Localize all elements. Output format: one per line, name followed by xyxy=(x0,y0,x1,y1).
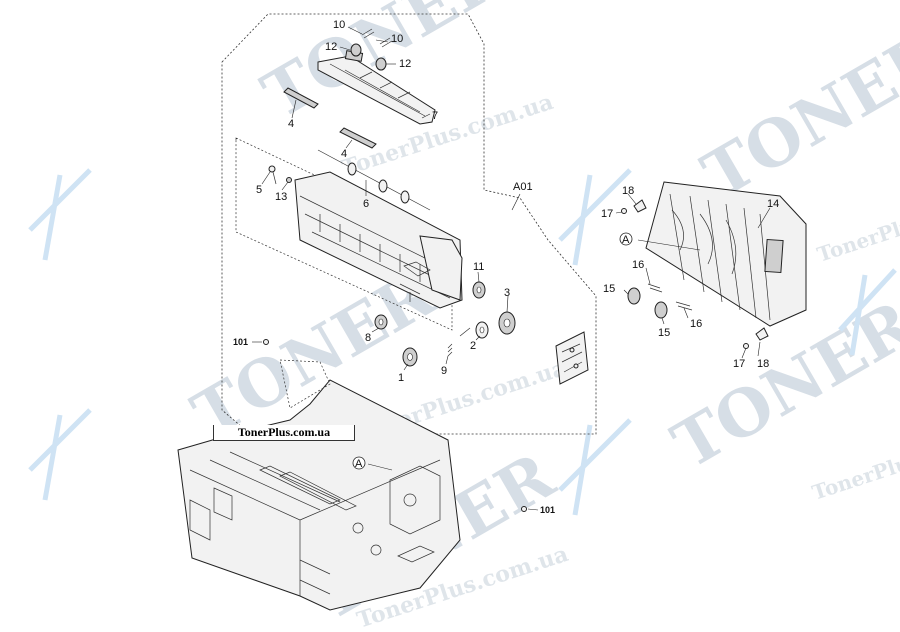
screw-101-lower xyxy=(521,506,527,512)
callout-18-lower: 18 xyxy=(757,358,769,370)
watermark-word-2: TonerPlus xyxy=(809,447,900,504)
circle-ref-lower: A xyxy=(352,456,366,470)
roller-15-left xyxy=(627,287,641,305)
spring-9-pin xyxy=(459,327,471,337)
callout-101-lower: 101 xyxy=(540,505,555,515)
spring-10-left xyxy=(361,28,375,39)
callout-17-upper: 17 xyxy=(601,208,613,220)
callout-11: 11 xyxy=(473,261,484,273)
callout-labels: 10 10 12 12 4 4 7 6 5 13 11 3 2 8 1 9 18… xyxy=(233,19,779,515)
callout-6: 6 xyxy=(363,198,369,210)
roller-12-lower xyxy=(375,57,387,71)
callout-14: 14 xyxy=(767,198,779,210)
washer-13 xyxy=(286,177,292,183)
screw-17-lower xyxy=(743,343,749,349)
gear-1 xyxy=(402,347,418,367)
callout-18-upper: 18 xyxy=(622,185,634,197)
callout-4-upper: 4 xyxy=(288,118,294,130)
roller-15-right xyxy=(654,301,668,319)
callout-10-left: 10 xyxy=(333,19,345,31)
roller-12-upper xyxy=(350,43,362,57)
callout-1: 1 xyxy=(398,372,404,384)
callout-15-right: 15 xyxy=(658,327,670,339)
callout-2: 2 xyxy=(470,340,476,352)
watermark-x-marks xyxy=(28,168,897,516)
callout-3: 3 xyxy=(504,287,510,299)
spring-9 xyxy=(447,343,453,357)
watermark-toner-2: TONER xyxy=(691,17,900,214)
circle-ref-upper-label: A xyxy=(622,234,630,246)
callout-13: 13 xyxy=(275,191,287,203)
callout-8: 8 xyxy=(365,332,371,344)
callout-101-upper: 101 xyxy=(233,337,248,347)
callout-16-upper: 16 xyxy=(632,259,644,271)
circle-ref-upper: A xyxy=(619,232,633,246)
callout-5: 5 xyxy=(256,184,262,196)
screw-5 xyxy=(268,165,277,185)
leader-lines xyxy=(252,26,771,511)
assembly-label: A01 xyxy=(513,181,533,193)
callout-7: 7 xyxy=(432,110,438,122)
clip-18-upper xyxy=(633,199,647,213)
callout-16-lower: 16 xyxy=(690,318,702,330)
shaft-6 xyxy=(317,149,431,211)
feed-frame xyxy=(235,137,463,331)
pad-4-upper xyxy=(283,87,319,109)
callout-4-lower: 4 xyxy=(341,148,347,160)
watermark-word-1: TonerPlus xyxy=(814,209,900,266)
gear-8 xyxy=(374,314,388,330)
assembly-leader xyxy=(511,193,521,211)
callout-9: 9 xyxy=(441,365,447,377)
spring-16-lower xyxy=(675,301,693,311)
duplex-cover xyxy=(645,181,807,327)
circle-ref-lower-label: A xyxy=(355,458,363,470)
clip-18-lower xyxy=(755,327,769,341)
spring-10-right xyxy=(379,37,393,48)
callout-15-left: 15 xyxy=(603,283,615,295)
callout-10-right: 10 xyxy=(391,33,403,45)
gear-11 xyxy=(472,281,486,299)
screw-17-upper xyxy=(621,208,627,214)
screw-101-upper xyxy=(263,339,269,345)
gear-3 xyxy=(498,311,516,335)
side-plate xyxy=(555,331,589,385)
brand-caption: TonerPlus.com.ua xyxy=(213,425,355,441)
gear-2 xyxy=(475,321,489,339)
callout-12-upper: 12 xyxy=(325,41,337,53)
pad-4-lower xyxy=(339,127,377,149)
spring-16-upper xyxy=(647,283,663,293)
callout-12-lower: 12 xyxy=(399,58,411,70)
callout-17-lower: 17 xyxy=(733,358,745,370)
watermark-url-1: TonerPlus.com.ua xyxy=(339,89,557,182)
